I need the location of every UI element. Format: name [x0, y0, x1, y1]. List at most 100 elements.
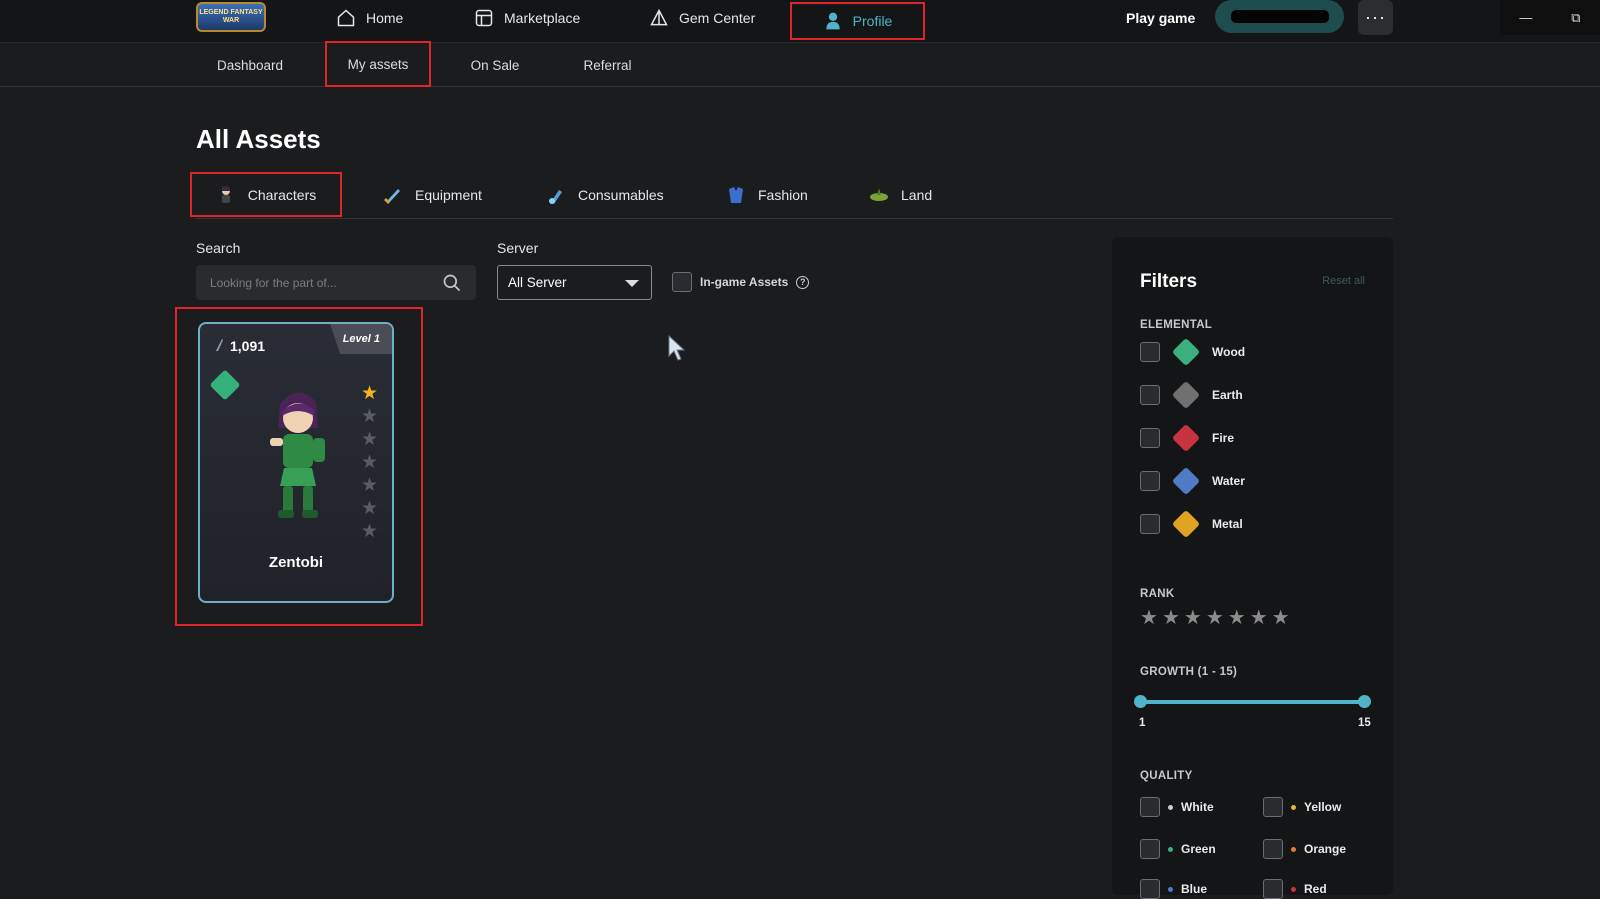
server-select[interactable]: All Server	[497, 265, 652, 300]
filter-quality-yellow[interactable]: Yellow	[1263, 797, 1341, 817]
water-label: Water	[1212, 474, 1245, 488]
tab-fashion[interactable]: Fashion	[726, 172, 808, 217]
earth-icon	[1171, 380, 1201, 410]
star-icon: ★	[360, 429, 378, 450]
tab-on-sale[interactable]: On Sale	[470, 57, 520, 73]
metal-checkbox[interactable]	[1140, 514, 1160, 534]
tab-characters-label: Characters	[247, 186, 317, 203]
elemental-title: ELEMENTAL	[1140, 319, 1213, 331]
star-icon: ★	[360, 521, 378, 542]
server-label: Server	[497, 240, 539, 256]
rank-filter[interactable]: ★★★★★★★	[1140, 605, 1290, 630]
restore-icon[interactable]: ⧉	[1571, 9, 1581, 25]
tab-equipment-label: Equipment	[415, 186, 482, 203]
fire-checkbox[interactable]	[1140, 428, 1160, 448]
in-game-assets-checkbox[interactable]	[672, 272, 692, 292]
nav-gem-center[interactable]: Gem Center	[649, 0, 755, 36]
gem-icon	[650, 8, 668, 26]
metal-icon	[1171, 509, 1201, 539]
star-icon: ★	[360, 498, 378, 519]
growth-slider[interactable]	[1134, 695, 1371, 708]
search-input[interactable]	[196, 265, 436, 300]
character-avatar	[270, 392, 325, 518]
orange-checkbox[interactable]	[1263, 839, 1283, 859]
rank-star-icon[interactable]: ★	[1183, 607, 1202, 629]
water-checkbox[interactable]	[1140, 471, 1160, 491]
nav-marketplace[interactable]: Marketplace	[474, 0, 580, 36]
character-icon	[221, 185, 230, 203]
tab-consumables[interactable]: Consumables	[546, 172, 664, 217]
filter-quality-orange[interactable]: Orange	[1263, 839, 1346, 859]
red-checkbox[interactable]	[1263, 879, 1283, 899]
window-controls: — ⧉	[1500, 0, 1600, 35]
nav-profile[interactable]: Profile	[790, 2, 925, 40]
search-label: Search	[196, 240, 241, 256]
filter-quality-red[interactable]: Red	[1263, 879, 1327, 899]
rank-star-icon[interactable]: ★	[1227, 607, 1246, 629]
star-icon: ★	[360, 406, 378, 427]
tab-referral[interactable]: Referral	[583, 57, 632, 73]
rank-stars: ★★★★★★★	[361, 384, 378, 542]
rank-title: RANK	[1140, 588, 1175, 600]
filter-metal[interactable]: Metal	[1140, 509, 1243, 539]
category-tabs: Characters Equipment Consumables Fashion…	[190, 172, 1393, 219]
tab-characters[interactable]: Characters	[190, 172, 342, 217]
user-icon	[825, 12, 840, 30]
filter-fire[interactable]: Fire	[1140, 423, 1235, 453]
tab-consumables-label: Consumables	[578, 186, 664, 203]
rank-star-icon[interactable]: ★	[1205, 607, 1224, 629]
rank-star-icon[interactable]: ★	[1271, 607, 1290, 629]
power-stat: 1,091	[214, 338, 265, 354]
in-game-assets-toggle[interactable]: In-game Assets ?	[672, 272, 810, 292]
star-icon: ★	[360, 475, 378, 496]
nav-gem-center-label: Gem Center	[679, 10, 756, 26]
game-logo[interactable]: LEGEND FANTASY WAR	[196, 2, 266, 32]
tab-dashboard[interactable]: Dashboard	[216, 57, 284, 73]
filter-quality-white[interactable]: White	[1140, 797, 1214, 817]
filter-water[interactable]: Water	[1140, 466, 1245, 496]
filter-wood[interactable]: Wood	[1140, 337, 1245, 367]
white-checkbox[interactable]	[1140, 797, 1160, 817]
growth-min-handle[interactable]	[1134, 695, 1147, 708]
play-game-button[interactable]: Play game	[1126, 10, 1196, 26]
reset-all-button[interactable]: Reset all	[1322, 275, 1365, 287]
filter-earth[interactable]: Earth	[1140, 380, 1243, 410]
white-label: White	[1181, 800, 1214, 814]
water-icon	[1171, 466, 1201, 496]
sword-icon	[384, 188, 400, 204]
search-icon[interactable]	[442, 273, 462, 293]
earth-checkbox[interactable]	[1140, 385, 1160, 405]
level-badge: Level 1	[330, 324, 392, 354]
character-card[interactable]: 1,091 Level 1 ★★★★★★★ Zentobi	[198, 322, 394, 603]
tab-equipment[interactable]: Equipment	[383, 172, 482, 217]
tab-fashion-label: Fashion	[758, 186, 808, 203]
yellow-checkbox[interactable]	[1263, 797, 1283, 817]
nav-home[interactable]: Home	[336, 0, 403, 36]
server-select-value: All Server	[508, 275, 567, 290]
green-checkbox[interactable]	[1140, 839, 1160, 859]
metal-label: Metal	[1212, 517, 1243, 531]
help-icon[interactable]: ?	[796, 275, 810, 289]
yellow-label: Yellow	[1304, 800, 1342, 814]
potion-icon	[549, 189, 562, 204]
filters-title: Filters	[1140, 271, 1198, 292]
tab-my-assets[interactable]: My assets	[325, 41, 431, 87]
rank-star-icon[interactable]: ★	[1140, 607, 1158, 629]
growth-max-value: 15	[1358, 717, 1371, 729]
filter-quality-green[interactable]: Green	[1140, 839, 1216, 859]
filters-panel: Filters Reset all ELEMENTAL Wood Earth F…	[1112, 237, 1393, 899]
rank-star-icon[interactable]: ★	[1249, 607, 1268, 629]
page-title: All Assets	[196, 124, 321, 154]
home-icon	[337, 9, 355, 27]
tab-land[interactable]: Land	[869, 172, 932, 217]
wallet-button[interactable]	[1215, 0, 1344, 33]
rank-star-icon[interactable]: ★	[1161, 607, 1180, 629]
fire-label: Fire	[1212, 431, 1235, 445]
blue-checkbox[interactable]	[1140, 879, 1160, 899]
wood-checkbox[interactable]	[1140, 342, 1160, 362]
more-menu-button[interactable]: ···	[1358, 0, 1393, 35]
filter-quality-blue[interactable]: Blue	[1140, 879, 1207, 899]
growth-max-handle[interactable]	[1358, 695, 1371, 708]
fire-icon	[1171, 423, 1201, 453]
minimize-icon[interactable]: —	[1519, 10, 1533, 25]
